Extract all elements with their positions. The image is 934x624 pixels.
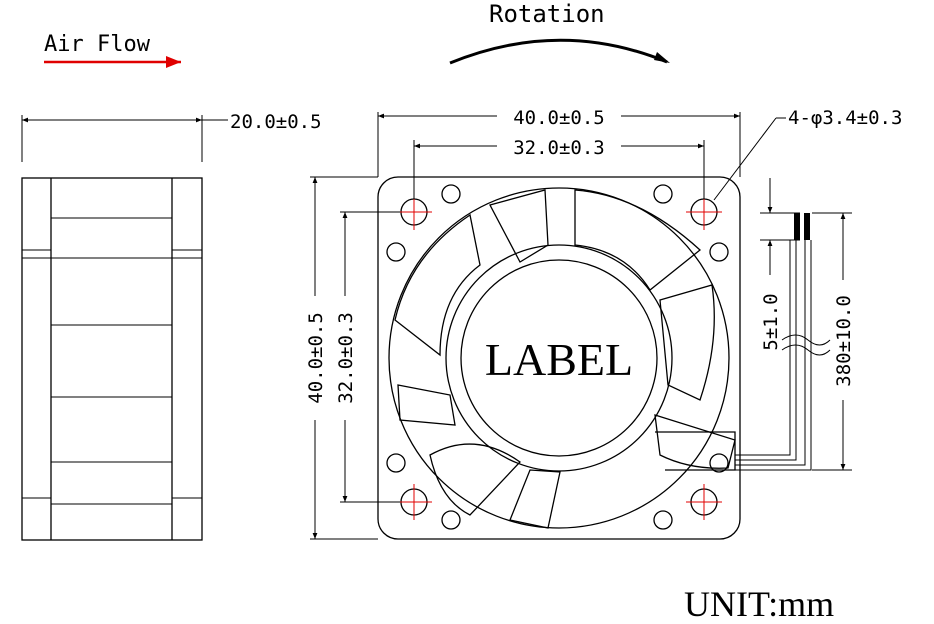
side-view: 20.0±0.5	[21, 111, 322, 541]
fan-shroud	[388, 187, 730, 529]
airflow-indicator: Air Flow	[44, 32, 181, 68]
fan-frame	[377, 176, 741, 540]
width-overall-dimension: 40.0±0.5	[513, 107, 605, 129]
fan-blades	[394, 189, 736, 529]
unit-label: UNIT:mm	[684, 584, 834, 624]
fan-hub	[445, 244, 673, 472]
lead-wires	[735, 213, 831, 471]
lead-strip-dimension: 5±1.0	[760, 293, 782, 350]
rotation-indicator: Rotation	[449, 0, 670, 65]
airflow-label: Air Flow	[44, 32, 151, 57]
lead-length-dimension: 380±10.0	[833, 295, 855, 387]
height-overall-dimension: 40.0±0.5	[305, 312, 327, 404]
height-holes-dimension: 32.0±0.3	[335, 312, 357, 404]
center-label: LABEL	[485, 334, 633, 385]
rotation-label: Rotation	[489, 0, 605, 28]
mount-holes-dimension: 4-φ3.4±0.3	[788, 107, 902, 129]
rotation-arrowhead-icon	[654, 52, 670, 63]
rotation-arrow	[449, 38, 668, 65]
front-view: LABEL 40.0±0.5 32.0±0.3 4-φ3.4±0.3 40.0±…	[303, 104, 902, 540]
width-holes-dimension: 32.0±0.3	[513, 137, 605, 159]
thickness-dimension: 20.0±0.5	[230, 111, 322, 133]
